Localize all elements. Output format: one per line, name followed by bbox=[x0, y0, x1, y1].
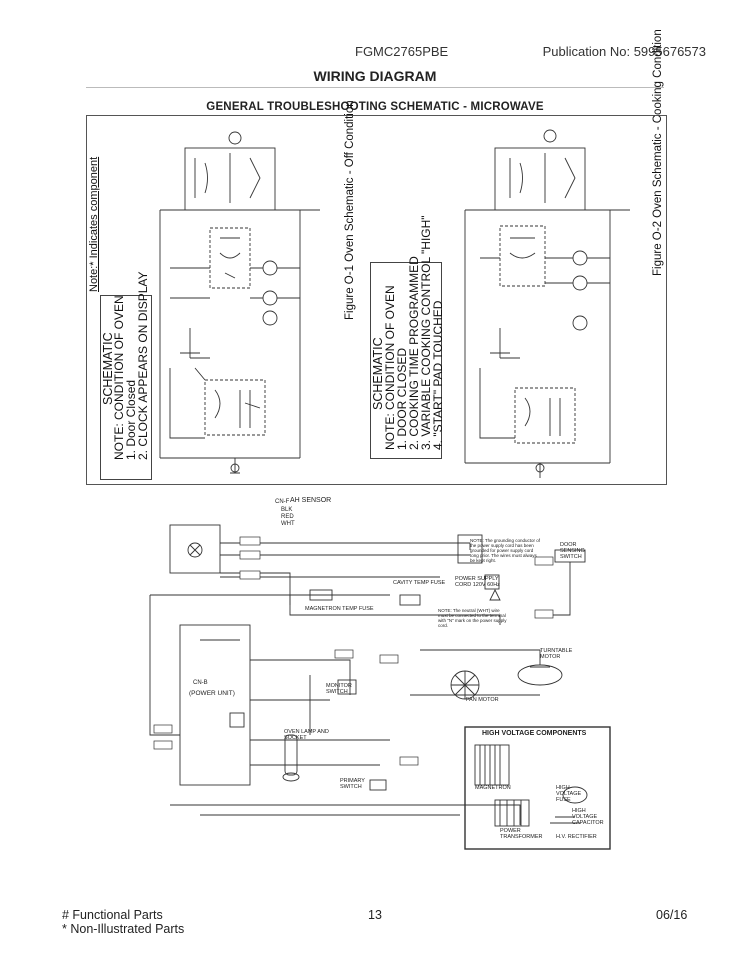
non-illustrated-parts-legend: * Non-Illustrated Parts bbox=[62, 922, 185, 936]
ah-sensor-label: AH SENSOR bbox=[290, 497, 332, 504]
revision-date: 06/16 bbox=[656, 908, 688, 922]
schematic-right-drawing bbox=[464, 129, 630, 478]
right-note-panel bbox=[370, 262, 442, 459]
magnetron-label: MAGNETRON bbox=[475, 785, 511, 791]
wire-wht-label: WHT bbox=[281, 521, 295, 527]
functional-parts-legend: # Functional Parts bbox=[62, 908, 163, 922]
primary-switch-label: PRIMARY SWITCH bbox=[340, 778, 365, 790]
high-voltage-fuse-label: HIGH VOLTAGE FUSE bbox=[556, 785, 582, 803]
header-divider bbox=[86, 87, 664, 88]
wiring-diagram bbox=[149, 524, 611, 850]
cnf-label: CN-F bbox=[275, 499, 290, 505]
left-note-line3: 2. CLOCK APPEARS ON DISPLAY bbox=[136, 271, 150, 460]
oven-lamp-label: OVEN LAMP AND SOCKET bbox=[284, 729, 329, 741]
turntable-motor-label: TURNTABLE MOTOR bbox=[540, 648, 573, 660]
high-voltage-components-label: HIGH VOLTAGE COMPONENTS bbox=[482, 730, 587, 737]
power-unit-label: (POWER UNIT) bbox=[189, 690, 235, 697]
fan-motor-label: FAN MOTOR bbox=[466, 697, 499, 703]
high-voltage-capacitor-label: HIGH VOLTAGE CAPACITOR bbox=[572, 808, 604, 826]
component-note: Note:* Indicates component bbox=[88, 156, 100, 292]
schematic-title: GENERAL TROUBLESHOOTING SCHEMATIC - MICR… bbox=[206, 101, 544, 113]
neutral-note: NOTE: The neutral (WHT) wire must be con… bbox=[438, 608, 507, 628]
page-number: 13 bbox=[368, 908, 382, 922]
cn-b-label: CN-B bbox=[193, 680, 208, 686]
power-cord-label: POWER SUPPLY CORD 120V 60Hz bbox=[455, 576, 500, 588]
figure-o1-caption: Figure O-1 Oven Schematic - Off Conditio… bbox=[344, 100, 356, 320]
door-sensing-switch-label: DOOR SENSING SWITCH bbox=[560, 542, 585, 560]
power-transformer-label: POWER TRANSFORMER bbox=[500, 828, 543, 840]
wire-blk-label: BLK bbox=[281, 507, 293, 513]
page-title: WIRING DIAGRAM bbox=[313, 68, 437, 84]
wire-red-label: RED bbox=[281, 514, 294, 520]
publication-number: Publication No: 5995676573 bbox=[542, 44, 706, 59]
model-number: FGMC2765PBE bbox=[355, 44, 449, 59]
figure-o2-caption: Figure O-2 Oven Schematic - Cooking Cond… bbox=[652, 29, 664, 276]
hv-rectifier-label: H.V. RECTIFIER bbox=[556, 834, 597, 840]
schematic-left-drawing bbox=[159, 131, 320, 474]
grounding-note: NOTE: The grounding conductor of the pow… bbox=[470, 538, 540, 563]
monitor-switch-label: MONITOR SWITCH bbox=[326, 683, 352, 695]
cavity-temp-fuse-label: CAVITY TEMP FUSE bbox=[393, 580, 446, 586]
magnetron-temp-fuse-label: MAGNETRON TEMP FUSE bbox=[305, 606, 374, 612]
left-note-panel bbox=[100, 295, 152, 480]
